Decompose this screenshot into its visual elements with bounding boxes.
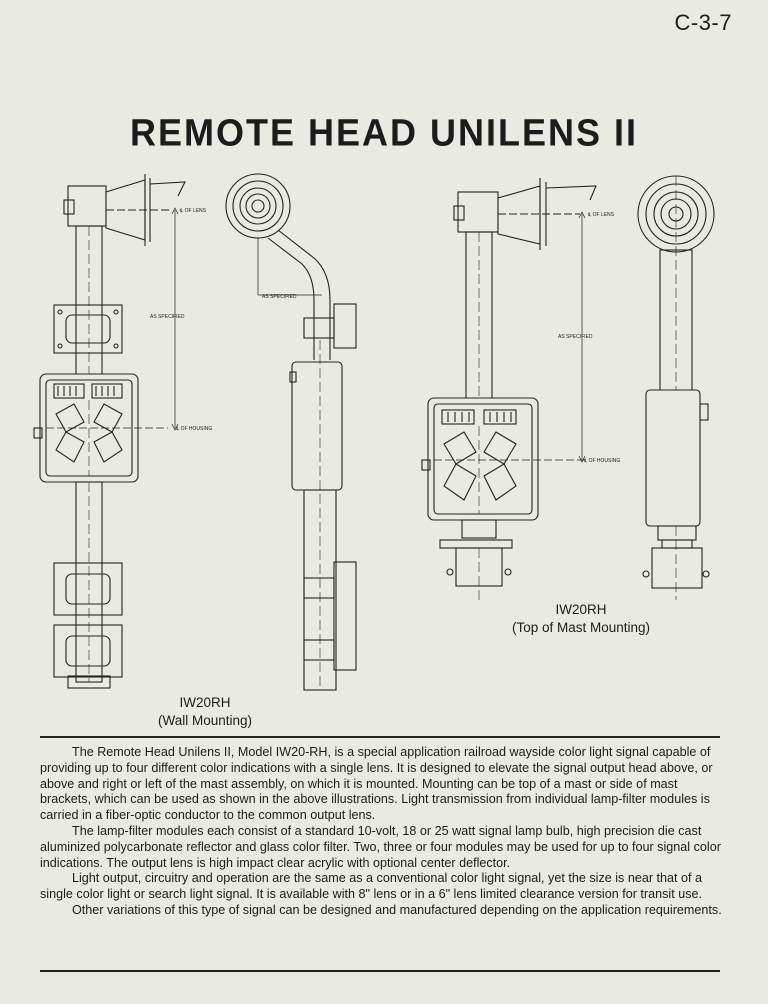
mast-of-housing-label: ℄ OF HOUSING	[583, 458, 620, 464]
wall-of-lens-label: ℄ OF LENS	[179, 208, 207, 214]
paragraph-1: The Remote Head Unilens II, Model IW20-R…	[40, 745, 713, 823]
wall-mount-side-view	[225, 173, 357, 691]
paragraph-3: Light output, circuitry and operation ar…	[40, 871, 703, 902]
wall-as-specified-label: AS SPECIFIED	[150, 314, 185, 320]
technical-drawings: ℄ OF LENS AS SPECIFIED ℄ OF HOUSING AS S…	[33, 173, 715, 691]
mast-mount-front-view	[421, 178, 597, 600]
top-rule	[40, 736, 720, 738]
mast-mounting-label: (Top of Mast Mounting)	[511, 620, 651, 635]
wall-model-label: IW20RH	[179, 695, 231, 710]
paragraph-4: Other variations of this type of signal …	[72, 902, 722, 917]
side-as-specified-label: AS SPECIFIED	[262, 294, 297, 300]
wall-mounting-label: (Wall Mounting)	[157, 713, 253, 728]
wall-mount-front-view	[33, 174, 186, 689]
paragraph-2: The lamp-filter modules each consist of …	[40, 823, 721, 870]
page-title: REMOTE HEAD UNILENS II	[129, 110, 639, 154]
bottom-rule	[40, 970, 720, 972]
mast-mount-side-view	[637, 175, 715, 600]
mast-model-label: IW20RH	[555, 602, 607, 617]
page-number: C-3-7	[674, 10, 732, 35]
wall-mount-caption: IW20RH (Wall Mounting)	[150, 694, 260, 730]
mast-mount-caption: IW20RH (Top of Mast Mounting)	[496, 601, 666, 637]
wall-of-housing-label: ℄ OF HOUSING	[175, 426, 212, 432]
mast-as-specified-label: AS SPECIFIED	[558, 334, 593, 340]
description-text: The Remote Head Unilens II, Model IW20-R…	[40, 745, 722, 919]
mast-of-lens-label: ℄ OF LENS	[587, 212, 615, 218]
